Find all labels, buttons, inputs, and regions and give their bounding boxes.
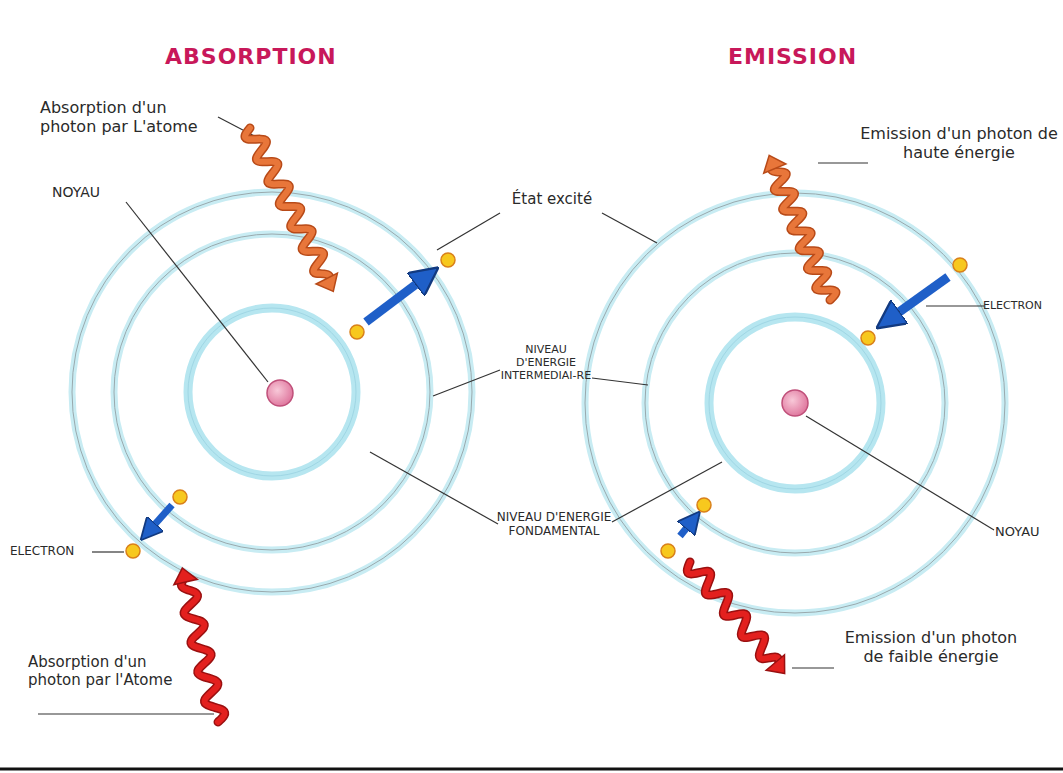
callout-label: Emission d'un photon de faible énergie [836,628,1026,666]
bottom-edge [0,768,1063,771]
leader-lines [38,117,994,714]
callout-label: Absorption d'un photon par l'Atome [28,653,188,689]
electrons [126,253,967,558]
callout-label: NOYAU [995,524,1059,540]
nucleus [267,380,293,406]
atom-emission [585,193,1005,613]
section-heading: EMISSION [728,44,898,70]
photon-head [766,655,784,674]
photon-waves [174,128,836,722]
transition-arrows [148,276,948,536]
electron-label: ELECTRON [983,299,1059,312]
level-label: État excité [500,190,604,208]
photon-wave [687,562,780,668]
photon-wave [245,128,330,285]
photon-wave [181,575,224,722]
section-heading: ABSORPTION [165,44,355,70]
nucleus [782,390,808,416]
callout-label: NOYAU [52,184,132,201]
electron-label: ELECTRON [10,544,92,558]
callout-label: Emission d'un photon de haute énergie [859,124,1059,162]
atom-absorption [72,192,472,592]
level-label: NIVEAU D'ENERGIE INTERMEDIAI-RE [500,343,592,383]
photon-wave [245,128,330,285]
level-label: NIVEAU D'ENERGIE FONDAMENTAL [494,510,614,539]
photon-wave [771,162,836,300]
photon-head [764,155,786,173]
photon-wave [181,575,224,722]
callout-label: Absorption d'un photon par L'atome [40,98,218,136]
photon-wave [771,162,836,300]
photon-head [174,568,197,585]
photon-wave [687,562,780,668]
photon-head [316,273,337,291]
